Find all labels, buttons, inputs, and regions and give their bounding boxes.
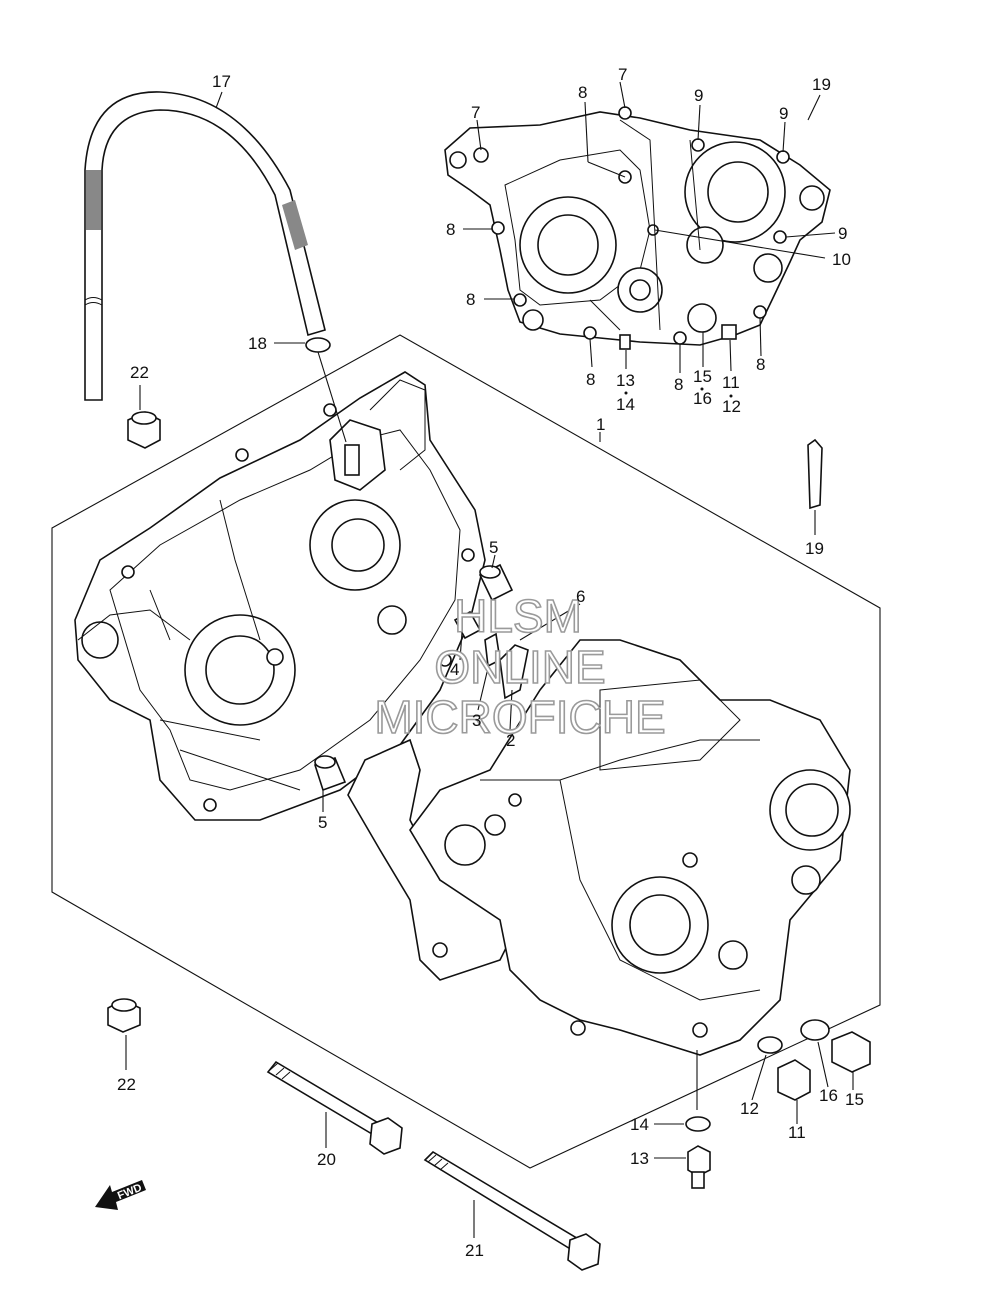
hose-clamp bbox=[305, 337, 331, 353]
callout-7b: 7 bbox=[471, 103, 480, 122]
callout-13a: 13 bbox=[616, 371, 635, 390]
right-crankcase-half bbox=[409, 639, 851, 1056]
callout-14b: 14 bbox=[630, 1115, 649, 1134]
o-ring-16 bbox=[800, 1019, 830, 1041]
callout-6: 6 bbox=[576, 587, 585, 606]
plug-11 bbox=[777, 1059, 811, 1101]
watermark-line1: HLSM bbox=[454, 590, 582, 642]
left-crankcase-half bbox=[74, 371, 486, 821]
callout-4: 4 bbox=[450, 660, 459, 679]
callout-22b: 22 bbox=[117, 1075, 136, 1094]
callout-9a: 9 bbox=[694, 86, 703, 105]
callout-18: 18 bbox=[248, 334, 267, 353]
fwd-direction-arrow: FWD bbox=[95, 1180, 146, 1210]
callout-13b: 13 bbox=[630, 1149, 649, 1168]
callout-22a: 22 bbox=[130, 363, 149, 382]
callout-9b: 9 bbox=[779, 104, 788, 123]
callout-8b: 8 bbox=[446, 220, 455, 239]
callout-12a: 12 bbox=[722, 397, 741, 416]
bolt-21 bbox=[423, 1150, 601, 1271]
callout-8d: 8 bbox=[586, 370, 595, 389]
callout-10: 10 bbox=[832, 250, 851, 269]
callout-8f: 8 bbox=[756, 355, 765, 374]
callout-15a: 15 bbox=[693, 367, 712, 386]
leader-lines bbox=[125, 81, 854, 1238]
callout-12b: 12 bbox=[740, 1099, 759, 1118]
callout-19b: 19 bbox=[805, 539, 824, 558]
callout-8e: 8 bbox=[674, 375, 683, 394]
callout-21: 21 bbox=[465, 1241, 484, 1260]
callout-17: 17 bbox=[212, 72, 231, 91]
callout-20: 20 bbox=[317, 1150, 336, 1169]
callout-14a: 14 bbox=[616, 395, 635, 414]
callout-1: 1 bbox=[596, 415, 605, 434]
callout-15b: 15 bbox=[845, 1090, 864, 1109]
callout-2: 2 bbox=[506, 731, 515, 750]
fwd-label: FWD bbox=[116, 1182, 144, 1203]
callout-16b: 16 bbox=[819, 1086, 838, 1105]
callout-7a: 7 bbox=[618, 65, 627, 84]
callout-9c: 9 bbox=[838, 224, 847, 243]
callout-11a: 11 bbox=[722, 373, 740, 392]
gasket-washer-14 bbox=[685, 1116, 711, 1132]
dowel-pin-lower bbox=[314, 755, 347, 792]
drain-bolt-13 bbox=[687, 1145, 711, 1189]
crankcase-inset-drawing bbox=[444, 106, 831, 350]
callout-8a: 8 bbox=[578, 83, 587, 102]
o-ring-seal bbox=[499, 644, 529, 700]
callout-5a: 5 bbox=[489, 538, 498, 557]
callout-8c: 8 bbox=[466, 290, 475, 309]
flange-nut-lower bbox=[107, 998, 141, 1033]
callout-3: 3 bbox=[472, 711, 481, 730]
callout-5b: 5 bbox=[318, 813, 327, 832]
callout-11b: 11 bbox=[788, 1123, 806, 1142]
watermark-line3: MICROFICHE bbox=[374, 691, 665, 743]
flange-nut-upper bbox=[127, 411, 161, 449]
watermark: HLSM ONLINE MICROFICHE bbox=[374, 589, 667, 744]
bolt-20 bbox=[266, 1060, 403, 1155]
watermark-line2: ONLINE bbox=[434, 641, 605, 693]
dot-separators bbox=[624, 387, 733, 398]
o-ring-12 bbox=[757, 1036, 783, 1054]
breather-hose bbox=[84, 91, 326, 401]
plug-15 bbox=[831, 1031, 871, 1073]
callout-16a: 16 bbox=[693, 389, 712, 408]
dowel-pin-upper bbox=[478, 563, 514, 602]
callout-19a: 19 bbox=[812, 75, 831, 94]
callout-labels: 1 2 3 4 5 5 6 7 7 8 8 8 8 8 8 9 9 9 10 1… bbox=[117, 65, 864, 1260]
clamp-bracket bbox=[807, 438, 823, 510]
assembly-outline bbox=[51, 334, 881, 1169]
